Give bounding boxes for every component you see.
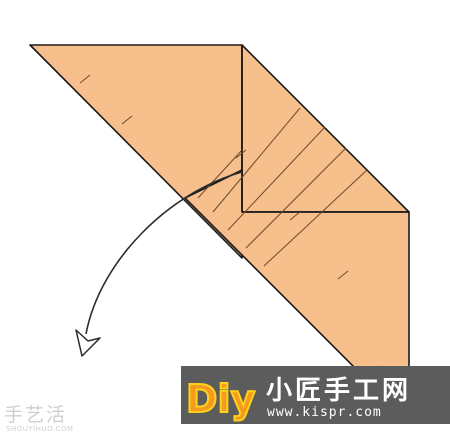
crease-lines: [197, 107, 368, 267]
fold-arrow-head: [75, 329, 101, 357]
banner-url: www.kispr.com: [267, 405, 382, 420]
upper-right-flap: [241, 44, 410, 213]
diy-logo-text: Diy: [186, 377, 256, 421]
watermark-left-main: 手艺活: [4, 404, 68, 426]
watermark-left: 手艺活 SHOUYIHUO.COM: [4, 400, 96, 444]
left-flap: [29, 44, 243, 259]
diy-logo: Diy: [185, 376, 257, 422]
fold-arrow-curve: [85, 171, 243, 335]
brand-banner: Diy 小匠手工网 www.kispr.com: [181, 366, 450, 424]
banner-title: 小匠手工网: [266, 376, 412, 406]
watermark-left-sub: SHOUYIHUO.COM: [6, 425, 74, 433]
